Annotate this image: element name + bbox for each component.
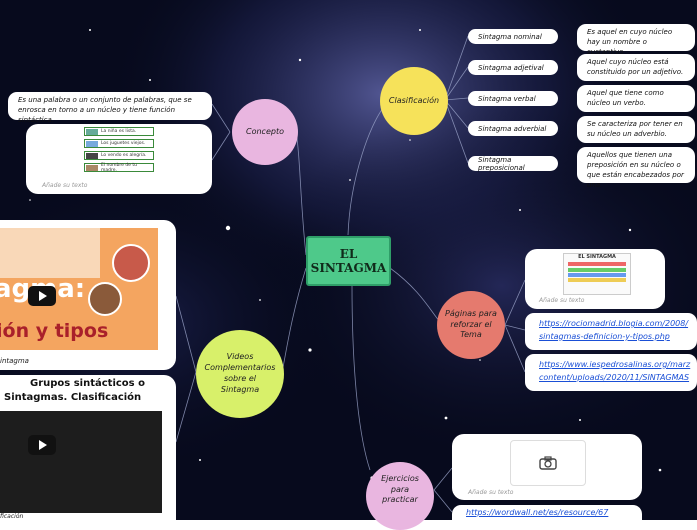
concepto-image-caption: Añade su texto (42, 182, 88, 189)
link-line: https://rociomadrid.blogia.com/2008/ (539, 319, 689, 328)
paginas-image: EL SINTAGMA (563, 253, 631, 295)
play-icon[interactable] (28, 435, 56, 455)
video-card-1[interactable]: agma: ión y tipos intagma (0, 220, 176, 370)
row-thumbnail-icon (86, 141, 98, 147)
ejercicios-label-line3: practicar (382, 495, 418, 505)
row-thumbnail-icon (86, 153, 98, 159)
paginas-image-title: EL SINTAGMA (578, 254, 616, 260)
video-1-thumbnail[interactable]: agma: ión y tipos (0, 228, 158, 350)
clasificacion-item-preposicional[interactable]: Sintagma preposicional (468, 155, 558, 172)
concepto-definition: Es una palabra o un conjunto de palabras… (8, 92, 212, 124)
concepto-image: La niña es lista. Los juguetes viejos. L… (26, 124, 212, 184)
paginas-image-card[interactable]: EL SINTAGMA Añade su texto (525, 249, 665, 309)
image-color-stripes (568, 262, 626, 266)
paginas-label-line3: Tema (460, 330, 482, 340)
presenter-avatar (88, 282, 122, 316)
ejercicios-image-caption: Añade su texto (468, 489, 514, 496)
videos-node[interactable]: Videos Complementarios sobre el Sintagma (196, 330, 284, 418)
item-label: Sintagma preposicional (478, 155, 525, 172)
play-icon[interactable] (28, 286, 56, 306)
whiteboard-image (0, 411, 162, 513)
clasificacion-label: Clasificación (388, 95, 440, 105)
concepto-image-card[interactable]: La niña es lista. Los juguetes viejos. L… (26, 124, 212, 194)
row-thumbnail-icon (86, 129, 98, 135)
image-color-stripes (568, 273, 626, 277)
ejercicios-link[interactable]: https://wordwall.net/es/resource/67 (452, 505, 642, 520)
paginas-label-line1: Páginas para (445, 308, 497, 318)
clasificacion-item-adjetival[interactable]: Sintagma adjetival (468, 60, 558, 75)
paginas-link-1[interactable]: https://rociomadrid.blogia.com/2008/ sin… (525, 313, 697, 350)
videos-label-line1: Videos (226, 352, 254, 362)
image-placeholder[interactable] (510, 440, 586, 486)
clasificacion-desc-adjetival: Aquel cuyo núcleo está constituido por u… (577, 54, 695, 81)
ejercicios-node[interactable]: Ejercicios para practicar (366, 462, 434, 530)
image-color-stripes (568, 268, 626, 272)
clasificacion-item-verbal[interactable]: Sintagma verbal (468, 91, 558, 106)
clasificacion-item-nominal[interactable]: Sintagma nominal (468, 29, 558, 44)
paginas-link-2[interactable]: https://www.iespedrosalinas.org/marz con… (525, 354, 697, 391)
videos-label-line3: sobre el (223, 374, 257, 383)
image-row-text: El nombre de tu madre. (101, 162, 137, 173)
clasificacion-desc-verbal: Aquel que tiene como núcleo un verbo. (577, 85, 695, 112)
videos-label-line2: Complementarios (204, 363, 276, 373)
ejercicios-label-line1: Ejercicios (381, 473, 419, 483)
item-label: Sintagma verbal (478, 94, 536, 103)
central-title-line2: SINTAGMA (310, 261, 387, 275)
link-line: sintagmas-definicion-y-tipos.php (539, 331, 670, 341)
concepto-node[interactable]: Concepto (232, 99, 298, 165)
paginas-node[interactable]: Páginas para reforzar el Tema (437, 291, 505, 359)
image-color-stripes (568, 278, 626, 282)
clasificacion-desc-adverbial: Se caracteriza por tener en su núcleo un… (577, 116, 695, 143)
image-row-text: La niña es lista. (101, 129, 137, 134)
clasificacion-item-adverbial[interactable]: Sintagma adverbial (468, 121, 558, 136)
presenter-avatar (112, 244, 150, 282)
central-node[interactable]: EL SINTAGMA (306, 236, 391, 286)
item-label: Sintagma adverbial (478, 124, 547, 133)
item-label: Sintagma adjetival (478, 63, 544, 72)
video-1-title-line2: ión y tipos (0, 320, 109, 342)
video-card-2[interactable]: Grupos sintácticos o Sintagmas. Clasific… (0, 375, 176, 520)
video-2-thumbnail[interactable]: Grupos sintácticos o Sintagmas. Clasific… (0, 375, 162, 513)
thumbnail-grid (0, 228, 100, 278)
clasificacion-desc-preposicional: Aquellos que tienen una preposición en s… (577, 147, 695, 189)
ejercicios-image-card[interactable]: Añade su texto (452, 434, 642, 500)
concepto-label: Concepto (246, 126, 284, 136)
link-line: content/uploads/2020/11/SINTAGMAS (539, 372, 690, 382)
videos-label-line4: Sintagma (220, 384, 260, 394)
ejercicios-label-line2: para (390, 484, 410, 494)
camera-icon (539, 456, 557, 470)
row-thumbnail-icon (86, 165, 98, 171)
central-title-line1: EL (339, 246, 358, 261)
image-row-text: Los juguetes viejos. (101, 141, 146, 146)
paginas-label-line2: reforzar el (450, 319, 492, 329)
video-2-caption: ficación (0, 513, 24, 520)
video-1-caption: intagma (0, 357, 29, 365)
video-2-title-line1: Grupos sintácticos o (30, 378, 145, 389)
video-2-title-line2: Sintagmas. Clasificación (4, 392, 142, 403)
paginas-image-caption: Añade su texto (539, 297, 585, 304)
clasificacion-node[interactable]: Clasificación (380, 67, 448, 135)
image-row-text: Lo vendo es alegría. (101, 153, 147, 158)
item-label: Sintagma nominal (478, 32, 542, 41)
link-line: https://wordwall.net/es/resource/67 (466, 508, 609, 517)
link-line: https://www.iespedrosalinas.org/marz (539, 360, 691, 369)
clasificacion-desc-nominal: Es aquel en cuyo núcleo hay un nombre o … (577, 24, 695, 56)
